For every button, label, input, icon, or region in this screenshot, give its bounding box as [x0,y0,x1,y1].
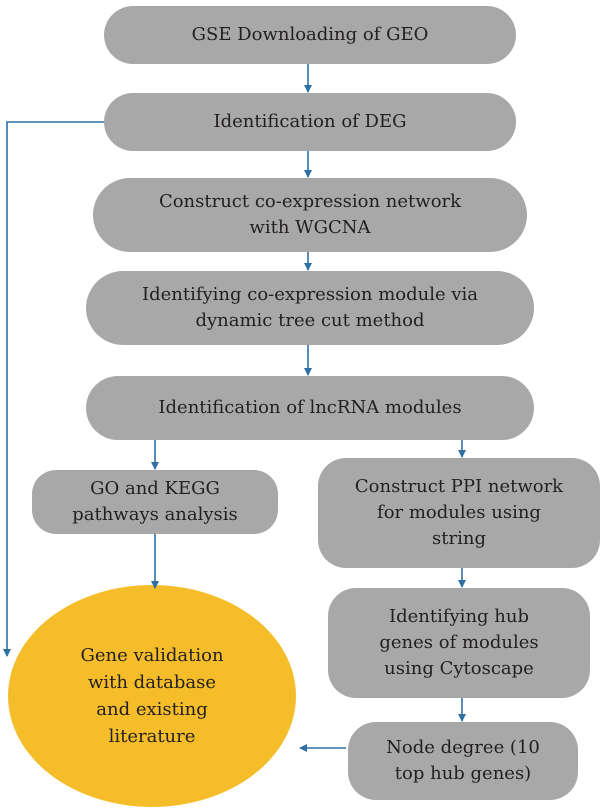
node-construct-ppi: Construct PPI network for modules using … [318,458,600,568]
node-construct-ppi-label: Construct PPI network for modules using … [354,476,564,549]
node-construct-wgcna-label: Construct co-expression network with WGC… [158,191,462,238]
arrow-deg-to-validation [3,121,104,657]
node-identification-deg-label: Identification of DEG [213,111,407,132]
node-identifying-hub-label: Identifying hub genes of modules using C… [379,606,539,679]
node-identifying-module: Identifying co-expression module via dyn… [86,271,534,345]
node-lncrna-modules: Identification of lncRNA modules [86,376,534,440]
node-go-kegg-label: GO and KEGG pathways analysis [72,478,238,525]
node-go-kegg: GO and KEGG pathways analysis [32,470,278,534]
node-construct-wgcna: Construct co-expression network with WGC… [93,178,527,252]
node-identifying-module-label: Identifying co-expression module via dyn… [141,284,479,331]
node-identification-deg: Identification of DEG [104,93,516,151]
node-gse-download-label: GSE Downloading of GEO [191,24,429,45]
node-gene-validation-label: Gene validation with database and existi… [80,645,224,747]
node-identifying-hub: Identifying hub genes of modules using C… [328,588,590,698]
node-gene-validation: Gene validation with database and existi… [8,585,296,807]
node-gse-download: GSE Downloading of GEO [104,6,516,64]
node-degree-label: Node degree (10 top hub genes) [386,737,540,784]
node-lncrna-modules-label: Identification of lncRNA modules [158,397,462,418]
node-degree: Node degree (10 top hub genes) [348,722,578,800]
